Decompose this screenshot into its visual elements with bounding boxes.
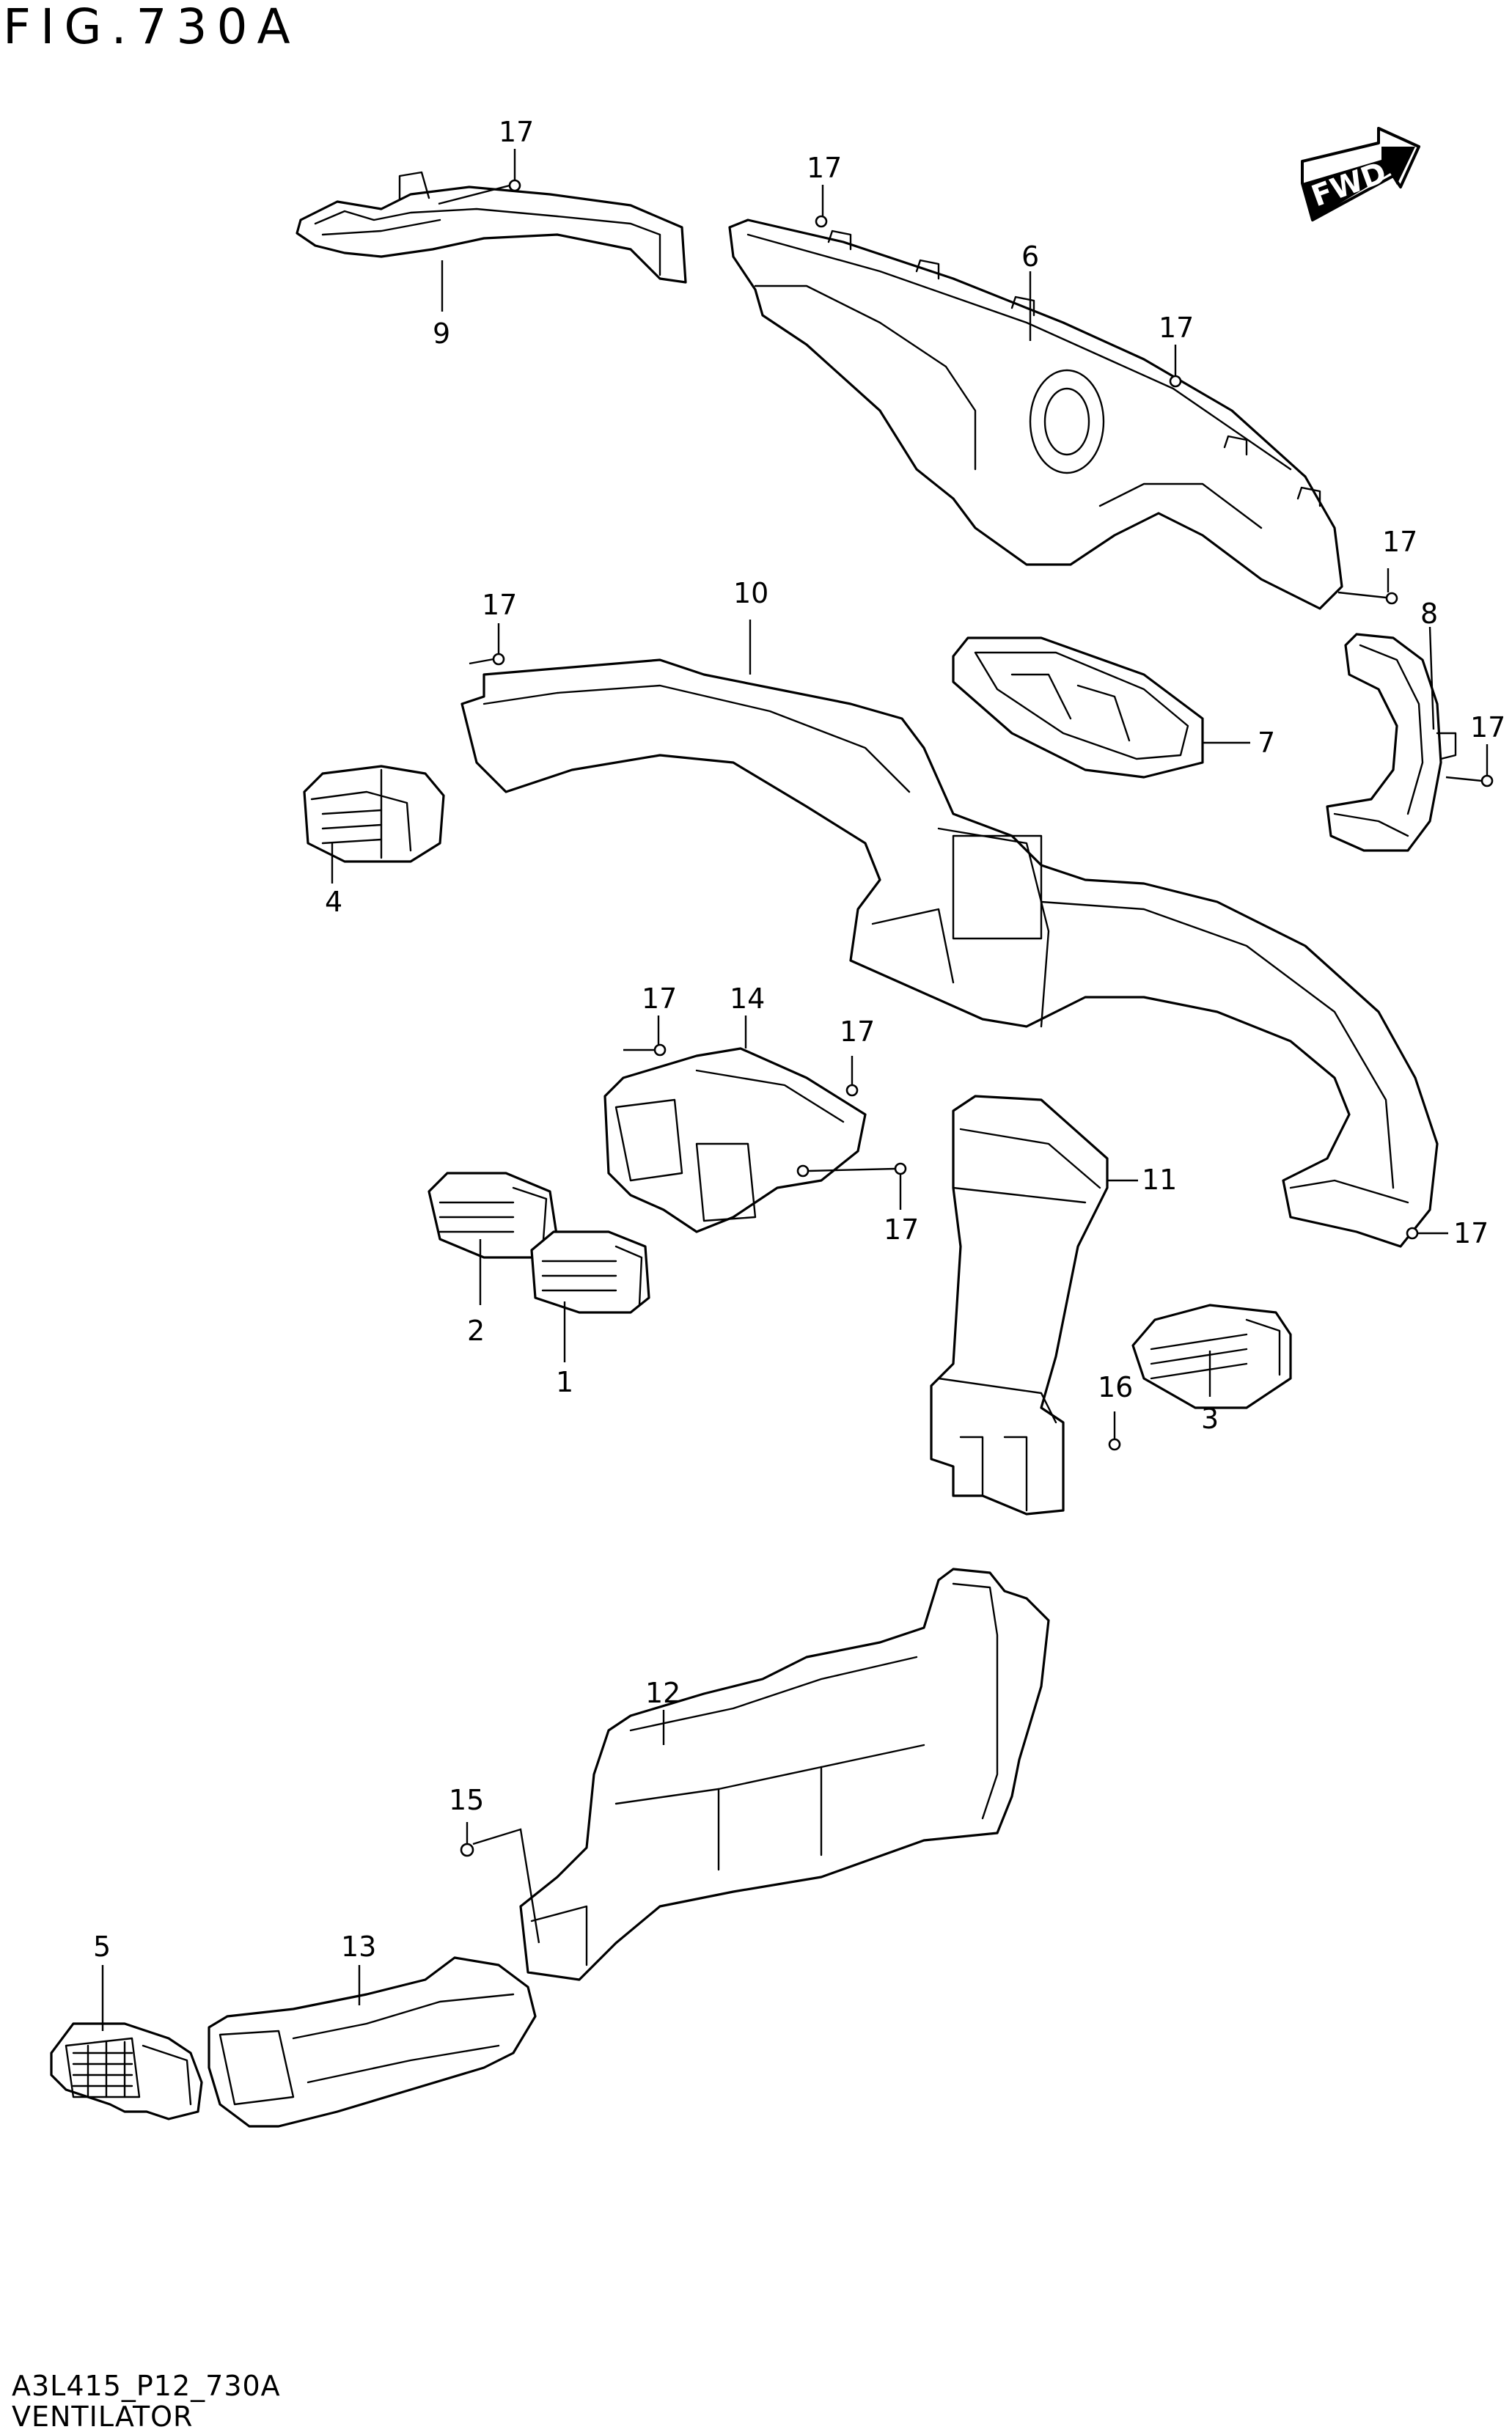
callout-7: 7 [1258, 727, 1275, 759]
part-8-side-duct [1326, 633, 1457, 852]
callout-2: 2 [467, 1315, 485, 1347]
callout-17: 17 [642, 983, 677, 1015]
callout-11: 11 [1142, 1164, 1177, 1196]
part-3-vent [1131, 1304, 1292, 1409]
callout-15: 15 [449, 1784, 484, 1816]
diagram-name: VENTILATOR [12, 2401, 194, 2433]
callout-17: 17 [884, 1213, 919, 1246]
callout-16: 16 [1098, 1371, 1133, 1403]
part-7-grille [952, 636, 1204, 779]
callout-10: 10 [733, 577, 768, 609]
part-11-vertical-duct [930, 1095, 1109, 1516]
callout-labels: 17 9 17 6 17 17 8 17 17 10 7 4 17 14 17 … [93, 116, 1505, 1963]
callout-6: 6 [1021, 240, 1039, 273]
part-4-vent [303, 765, 445, 863]
part-14-twin-duct [603, 1047, 867, 1233]
part-5-outlet [50, 2022, 203, 2120]
callout-17: 17 [1159, 312, 1194, 344]
callout-17: 17 [807, 152, 842, 184]
callout-14: 14 [730, 983, 765, 1015]
callout-17: 17 [840, 1015, 875, 1048]
callout-9: 9 [433, 317, 450, 350]
callout-1: 1 [556, 1366, 573, 1398]
part-6-main-duct [728, 218, 1343, 610]
callout-17: 17 [482, 589, 517, 621]
callout-3: 3 [1201, 1403, 1219, 1435]
callout-17: 17 [499, 116, 534, 148]
callout-8: 8 [1420, 598, 1438, 630]
part-9-duct [296, 171, 687, 284]
forward-arrow-icon: FWD [1301, 127, 1420, 221]
part-1-vent [530, 1230, 650, 1314]
callout-13: 13 [341, 1931, 376, 1963]
part-13-lower-duct [208, 1956, 537, 2128]
callout-5: 5 [93, 1931, 111, 1963]
callout-17: 17 [1470, 711, 1505, 743]
part-12-floor-duct [519, 1568, 1050, 1981]
leader-lines [101, 149, 1489, 2031]
callout-17: 17 [1453, 1217, 1489, 1249]
callout-17: 17 [1382, 526, 1417, 558]
diagram-code: A3L415_P12_730A [12, 2370, 281, 2402]
figure-title: FIG.730A [3, 0, 300, 55]
callout-4: 4 [325, 886, 342, 918]
callout-12: 12 [645, 1677, 680, 1709]
screw-icons [460, 179, 1494, 1857]
part-10-central-duct [460, 658, 1439, 1248]
